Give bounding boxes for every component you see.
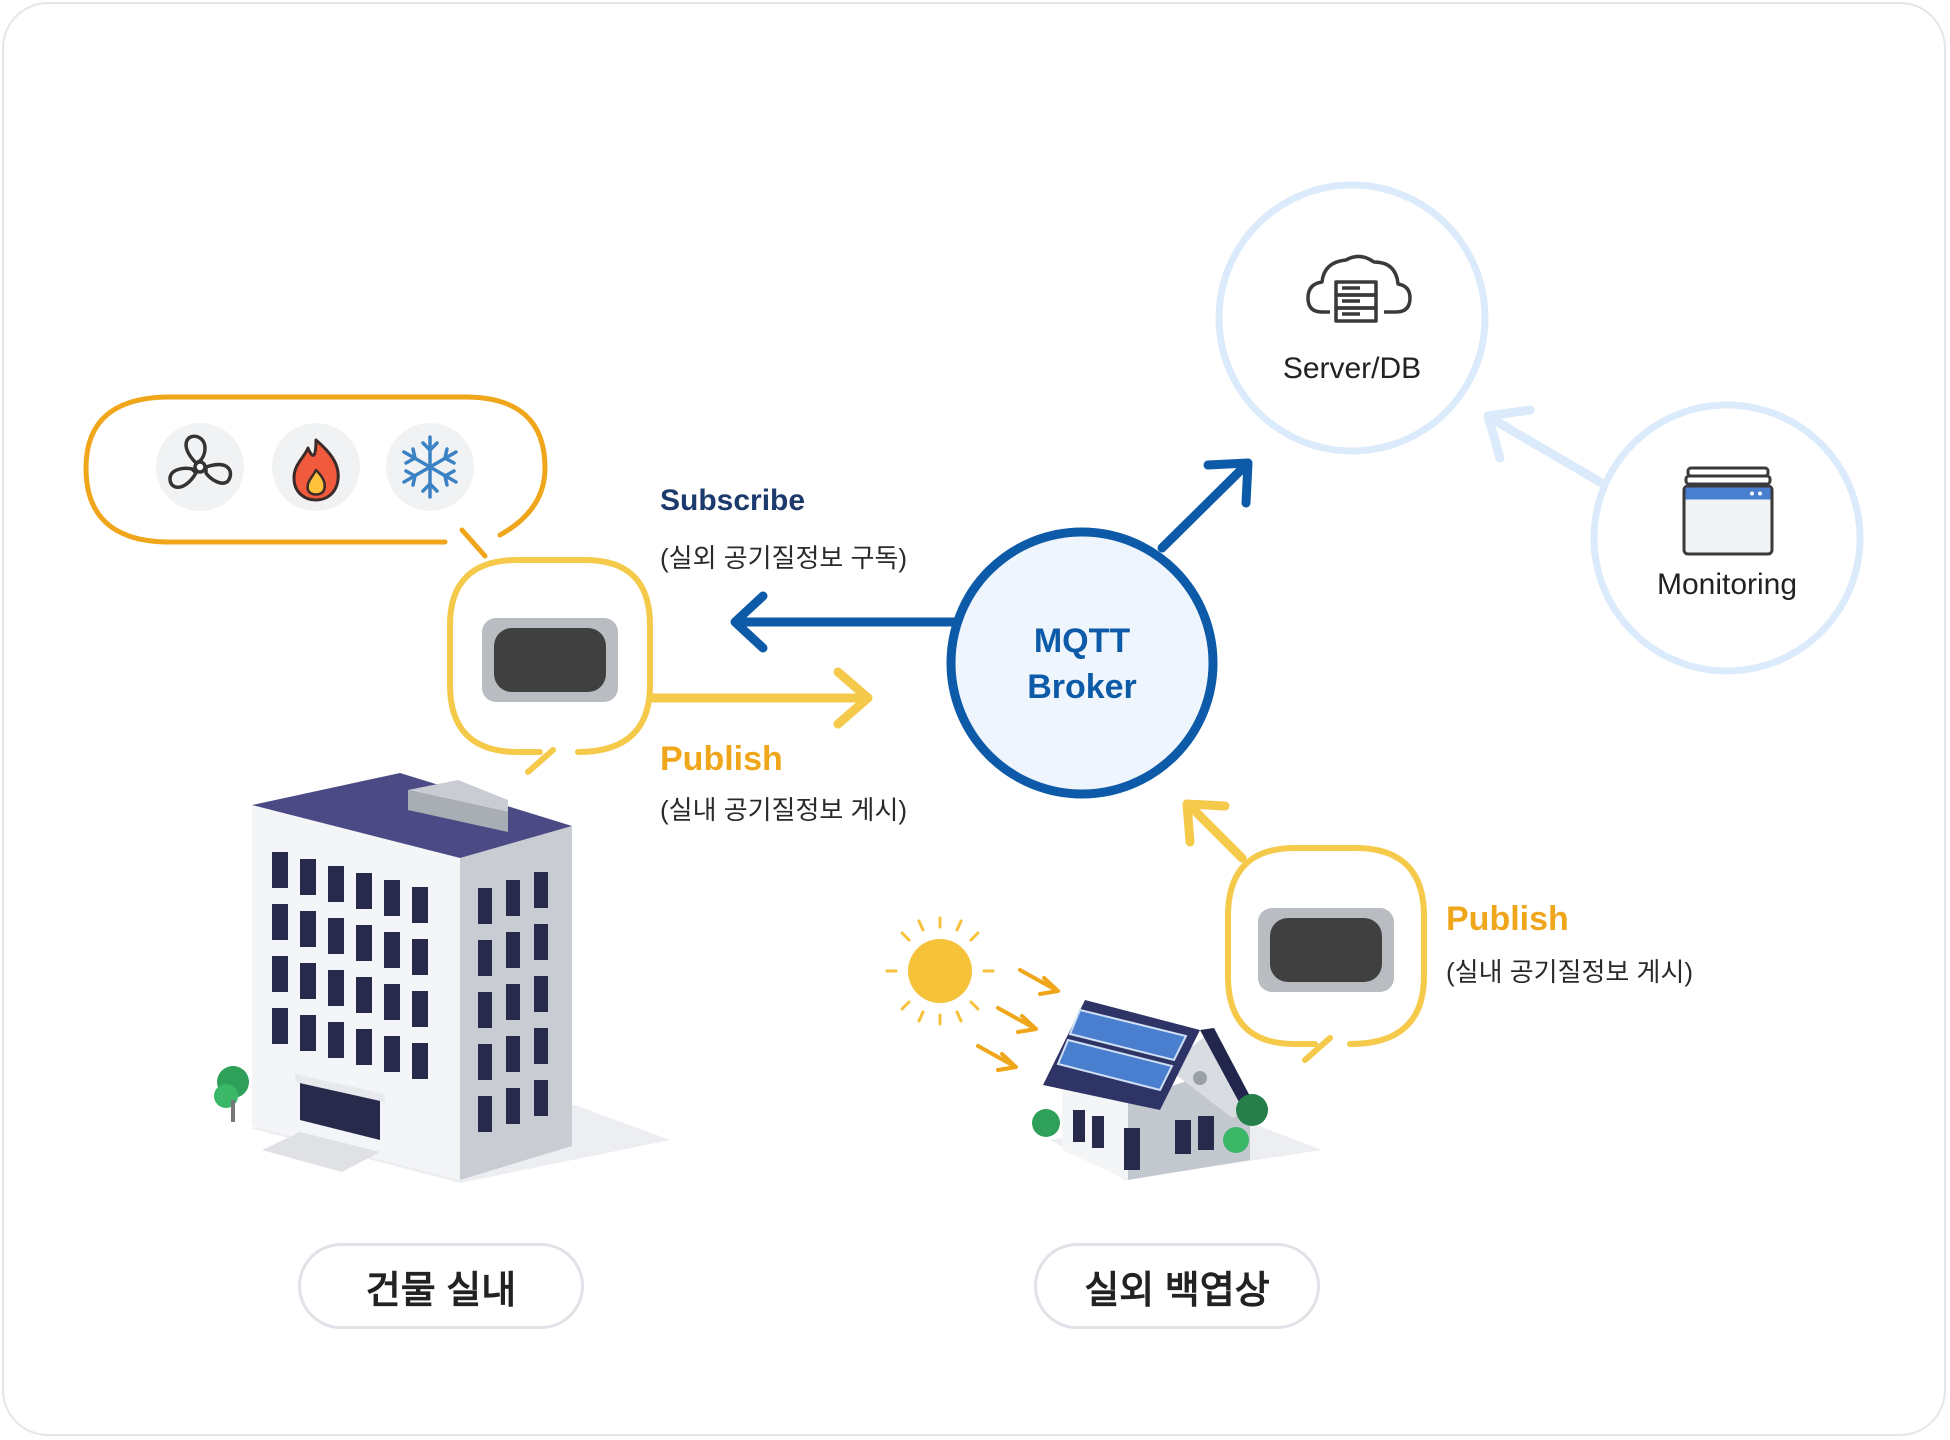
location-label-indoor: 건물 실내 (298, 1243, 584, 1329)
monitoring-node (1590, 401, 1864, 675)
sun-illustration (885, 916, 995, 1026)
browser-window-icon (1682, 466, 1774, 556)
monitoring-label: Monitoring (1656, 568, 1798, 601)
subscribe-arrow (730, 591, 960, 653)
outdoor-sensor-bubble (1225, 845, 1427, 1063)
fan-icon (168, 434, 233, 489)
device-control-bubble (83, 394, 548, 559)
broker-label: MQTT Broker (982, 618, 1182, 710)
location-label-outdoor: 실외 백엽상 (1034, 1243, 1320, 1329)
publish-outdoor-note: (실내 공기질정보 게시) (1446, 957, 1694, 987)
publish-indoor-note: (실내 공기질정보 게시) (660, 795, 908, 825)
publish-indoor-arrow (647, 667, 873, 729)
broker-to-server-arrow (1157, 458, 1253, 553)
subscribe-title: Subscribe (660, 484, 806, 517)
snowflake-icon (402, 435, 458, 499)
publish-outdoor-title: Publish (1446, 900, 1569, 938)
broker-label-line1: MQTT (1033, 622, 1131, 660)
mqtt-broker-node (946, 527, 1218, 799)
solar-house-illustration (1032, 1000, 1322, 1180)
broker-label-line2: Broker (1027, 668, 1137, 706)
monitoring-to-server-arrow (1483, 405, 1605, 487)
publish-outdoor-arrow (1182, 799, 1247, 863)
server-db-node (1215, 181, 1489, 455)
cloud-server-icon (1306, 254, 1412, 323)
publish-indoor-title: Publish (660, 740, 783, 778)
sun-rays-arrows (976, 968, 1060, 1072)
office-building-illustration (214, 773, 670, 1183)
fire-icon (292, 438, 340, 502)
subscribe-note: (실외 공기질정보 구독) (660, 543, 908, 573)
server-db-label: Server/DB (1282, 352, 1422, 385)
indoor-sensor-bubble (447, 557, 653, 775)
